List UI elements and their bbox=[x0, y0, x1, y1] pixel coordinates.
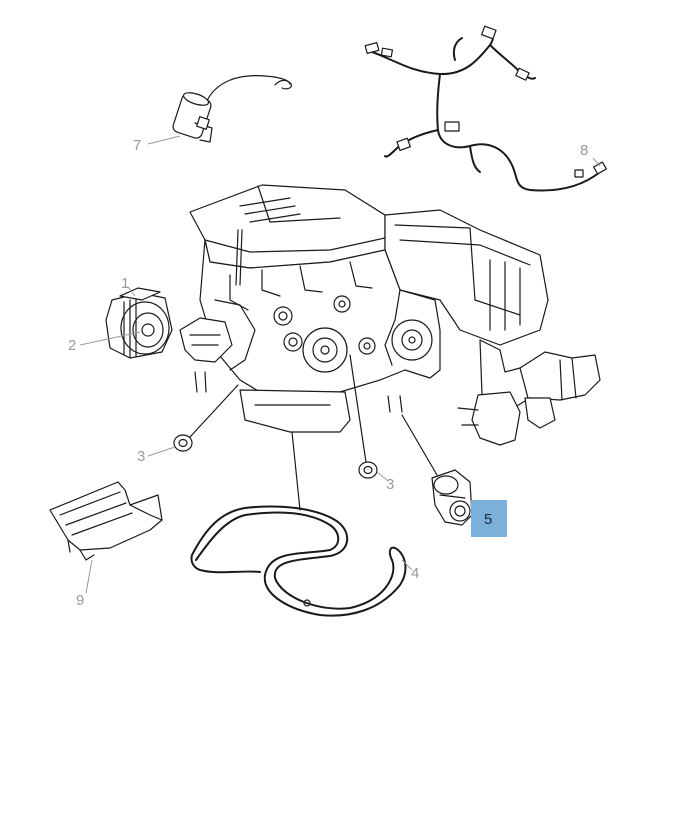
callout-8: 8 bbox=[580, 142, 589, 159]
callout-2: 2 bbox=[68, 337, 77, 354]
connector-5 bbox=[401, 414, 438, 476]
part-3-grommet-right[interactable] bbox=[358, 461, 378, 479]
part-7-sensor[interactable] bbox=[172, 75, 292, 143]
connector-3a bbox=[189, 384, 239, 438]
part-4-drive-belt[interactable] bbox=[190, 505, 407, 617]
leader-2 bbox=[79, 331, 141, 346]
connector-3b bbox=[349, 354, 367, 463]
callout-3-left: 3 bbox=[137, 448, 146, 465]
callout-3-right: 3 bbox=[386, 476, 395, 493]
callout-1: 1 bbox=[121, 275, 130, 292]
leader-8 bbox=[592, 157, 601, 167]
part-9-heat-shield[interactable] bbox=[49, 481, 163, 561]
leader-3a bbox=[147, 446, 176, 457]
leader-9 bbox=[85, 559, 93, 594]
callout-9: 9 bbox=[76, 592, 85, 609]
connector-4 bbox=[291, 431, 301, 511]
leader-7 bbox=[147, 135, 181, 145]
engine-assembly bbox=[179, 184, 601, 446]
leader-4 bbox=[401, 559, 413, 571]
part-5-belt-tensioner[interactable] bbox=[431, 469, 473, 526]
callout-5[interactable]: 5 bbox=[484, 511, 493, 528]
part-3-grommet-left[interactable] bbox=[173, 434, 193, 452]
leader-3b bbox=[376, 471, 389, 482]
highlight-box-part-5[interactable] bbox=[471, 500, 507, 537]
leader-1 bbox=[127, 286, 136, 297]
part-8-wiring-harness[interactable] bbox=[364, 25, 607, 192]
part-2-fan-motor[interactable] bbox=[105, 287, 173, 359]
callout-4: 4 bbox=[411, 565, 420, 582]
callout-7: 7 bbox=[133, 137, 142, 154]
